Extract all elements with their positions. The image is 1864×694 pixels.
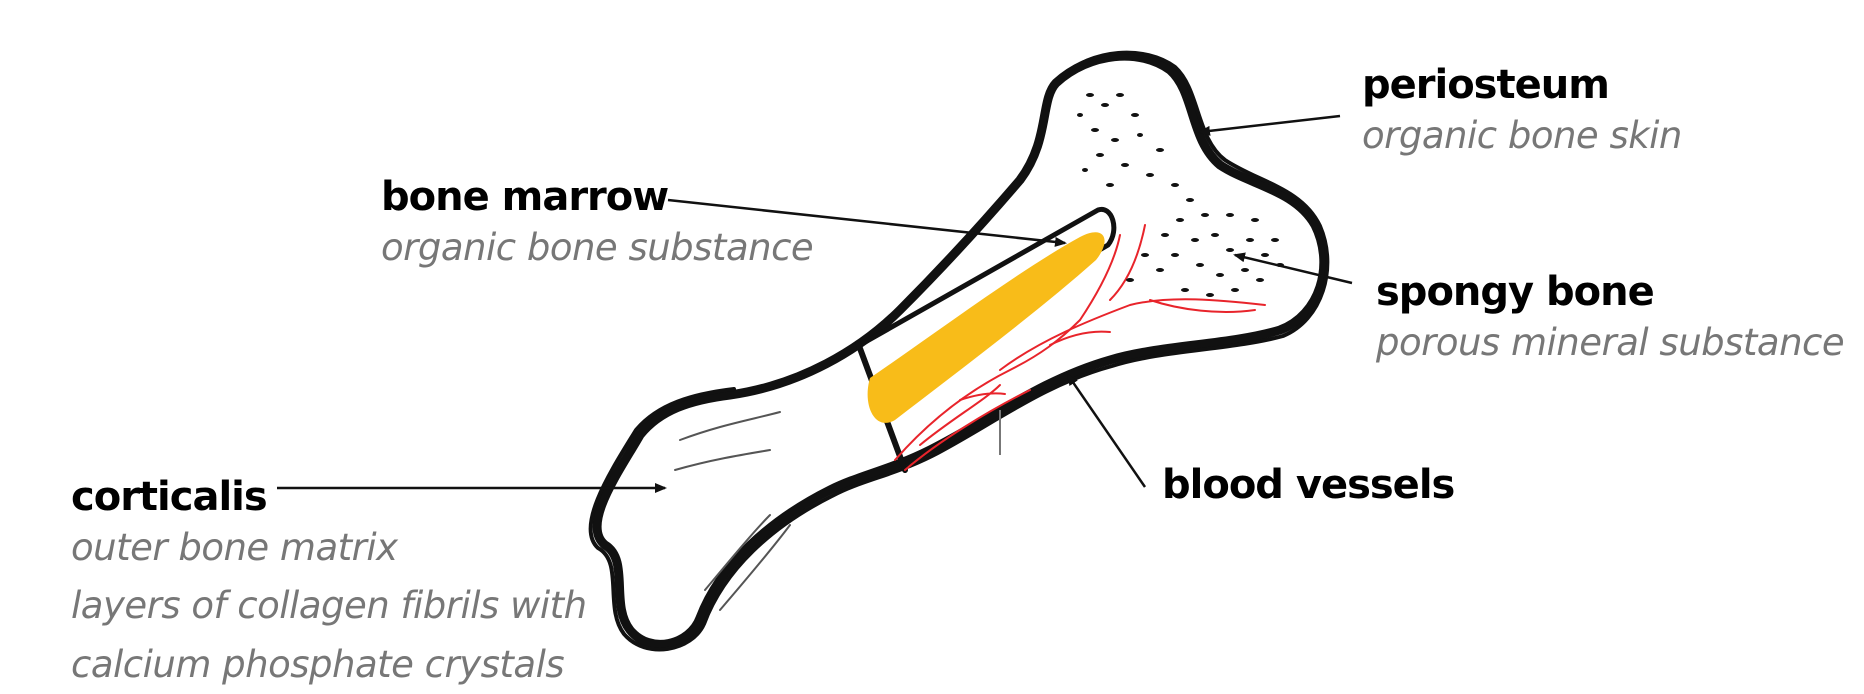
label-corticalis: corticalis outer bone matrix layers of c… bbox=[71, 475, 587, 694]
corticalis-title: corticalis bbox=[71, 475, 587, 519]
corticalis-subtitle-line: outer bone matrix bbox=[71, 519, 587, 577]
periosteum-subtitle: organic bone skin bbox=[1362, 107, 1682, 165]
label-bone-marrow: bone marrow organic bone substance bbox=[381, 175, 813, 277]
corticalis-subtitle-line: layers of collagen fibrils with bbox=[71, 577, 587, 635]
blood-vessels-title: blood vessels bbox=[1162, 463, 1454, 507]
spongy-bone-subtitle: porous mineral substance bbox=[1376, 314, 1844, 372]
periosteum-title: periosteum bbox=[1362, 63, 1682, 107]
bone-marrow-subtitle: organic bone substance bbox=[381, 219, 813, 277]
label-blood-vessels: blood vessels bbox=[1162, 463, 1454, 507]
arrow-blood-vessels bbox=[1068, 375, 1145, 487]
spongy-bone-title: spongy bone bbox=[1376, 270, 1844, 314]
bone-marrow-title: bone marrow bbox=[381, 175, 813, 219]
arrow-periosteum bbox=[1200, 116, 1340, 132]
corticalis-subtitle-line: calcium phosphate crystals bbox=[71, 636, 587, 694]
label-spongy-bone: spongy bone porous mineral substance bbox=[1376, 270, 1844, 372]
label-periosteum: periosteum organic bone skin bbox=[1362, 63, 1682, 165]
